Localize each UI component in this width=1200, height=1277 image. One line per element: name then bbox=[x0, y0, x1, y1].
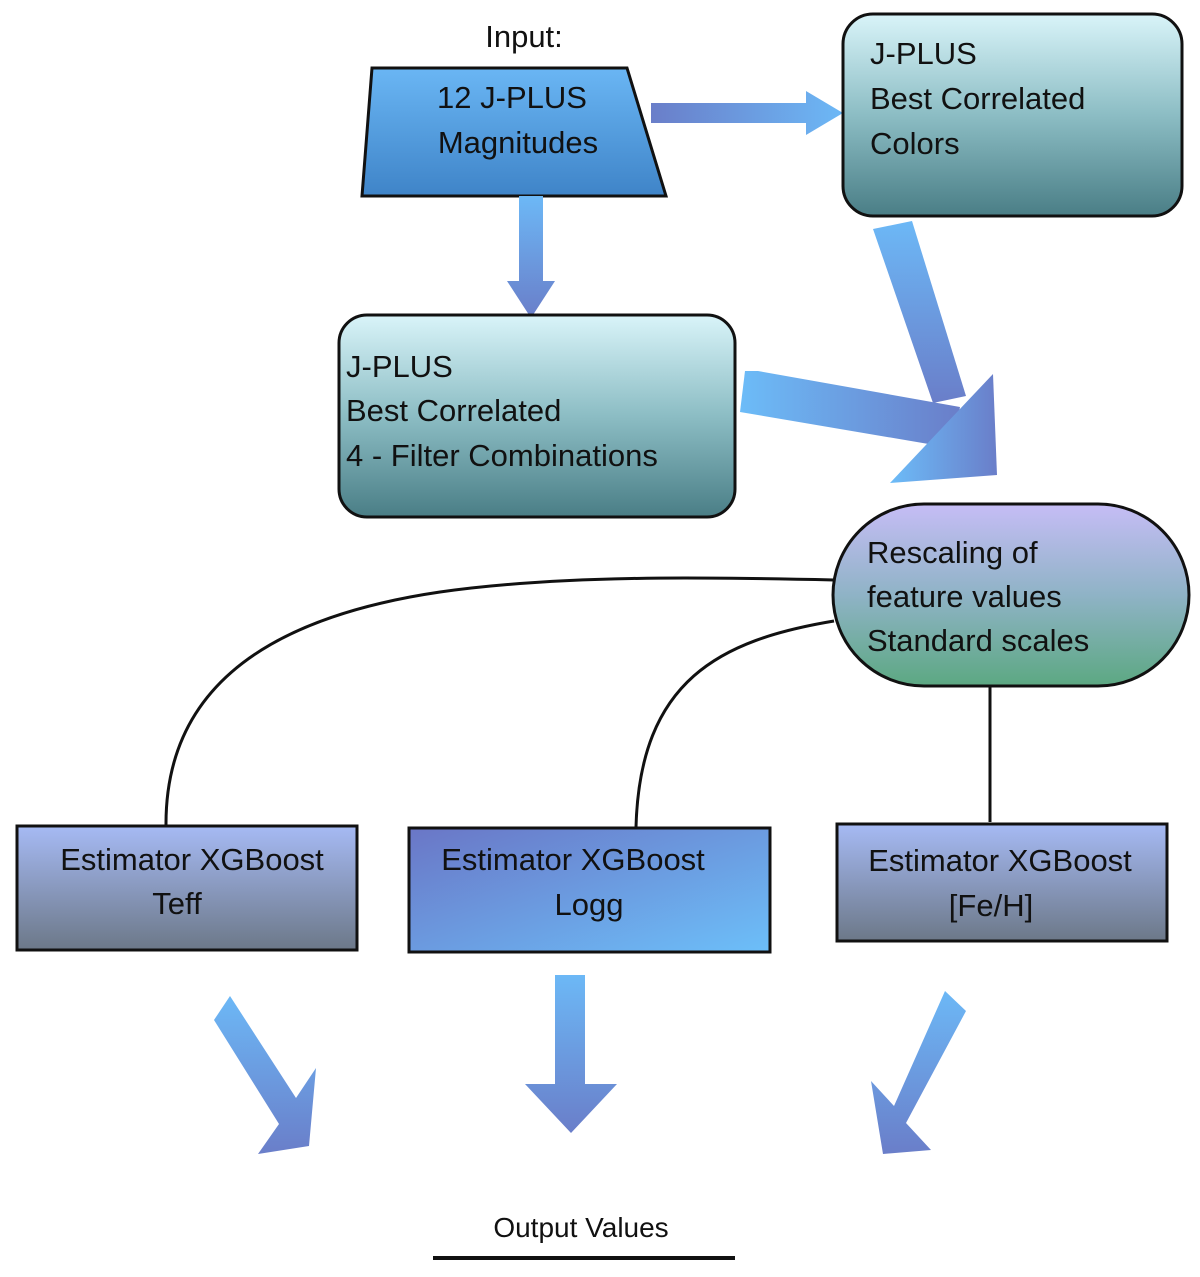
magnitudes-line-1: 12 J-PLUS bbox=[437, 80, 587, 115]
arrow-down-right-icon bbox=[214, 996, 316, 1154]
colors-line-3: Colors bbox=[870, 126, 960, 161]
connectors bbox=[164, 576, 992, 828]
arrow-diagonal-icon bbox=[873, 221, 966, 403]
estimator-feh-line-1: Estimator XGBoost bbox=[868, 843, 1132, 878]
combinations-box bbox=[337, 313, 737, 519]
estimator-teff-line-1: Estimator XGBoost bbox=[60, 842, 324, 877]
input-label: Input: bbox=[485, 19, 563, 54]
converging-arrows bbox=[740, 221, 997, 483]
arrow-down-icon bbox=[525, 975, 617, 1133]
rescaling-line-3: Standard scales bbox=[867, 623, 1089, 658]
combinations-line-2: Best Correlated bbox=[346, 393, 561, 428]
combinations-line-1: J-PLUS bbox=[346, 349, 453, 384]
estimator-logg-line-2: Logg bbox=[555, 887, 624, 922]
output-arrows bbox=[214, 975, 966, 1154]
connector-logg bbox=[634, 619, 835, 828]
arrow-diagonal-icon bbox=[740, 371, 960, 448]
trapezoid-shape bbox=[360, 66, 669, 198]
estimator-feh-line-2: [Fe/H] bbox=[949, 888, 1033, 923]
rescaling-node: Rescaling of feature values Standard sca… bbox=[831, 502, 1191, 688]
colors-node: J-PLUS Best Correlated Colors bbox=[841, 12, 1184, 218]
arrowhead-icon bbox=[890, 374, 997, 483]
magnitudes-line-2: Magnitudes bbox=[438, 125, 598, 160]
rescaling-pill bbox=[831, 502, 1191, 688]
arrow-down-icon bbox=[507, 196, 555, 318]
estimator-feh-node: Estimator XGBoost [Fe/H] bbox=[835, 822, 1169, 943]
arrow-right-icon bbox=[651, 91, 843, 135]
rescaling-line-2: feature values bbox=[867, 579, 1062, 614]
colors-line-2: Best Correlated bbox=[870, 81, 1085, 116]
estimator-teff-box bbox=[15, 824, 359, 952]
output-label: Output Values bbox=[493, 1212, 668, 1243]
estimator-logg-line-1: Estimator XGBoost bbox=[441, 842, 705, 877]
connector-teff bbox=[164, 576, 835, 827]
combinations-node: J-PLUS Best Correlated 4 - Filter Combin… bbox=[337, 313, 737, 519]
colors-line-1: J-PLUS bbox=[870, 36, 977, 71]
estimator-logg-node: Estimator XGBoost Logg bbox=[407, 826, 772, 954]
estimator-feh-box bbox=[835, 822, 1169, 943]
magnitudes-node: 12 J-PLUS Magnitudes bbox=[360, 66, 669, 198]
colors-box bbox=[841, 12, 1184, 218]
estimator-teff-node: Estimator XGBoost Teff bbox=[15, 824, 359, 952]
estimator-logg-box bbox=[407, 826, 772, 954]
combinations-line-3: 4 - Filter Combinations bbox=[346, 438, 658, 473]
arrow-down-left-icon bbox=[871, 991, 966, 1154]
estimator-teff-line-2: Teff bbox=[152, 886, 202, 921]
rescaling-line-1: Rescaling of bbox=[867, 535, 1038, 570]
